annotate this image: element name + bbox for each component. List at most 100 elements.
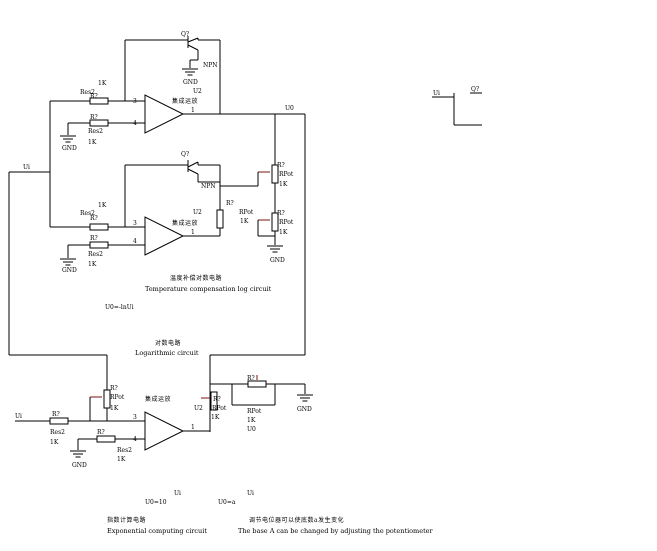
- ground-symbol: [59, 258, 77, 266]
- exponential-computing-circuit: R? R? RPot 集成运放 R? GND 1K U2 RPot RPot R…: [15, 354, 314, 469]
- label-1k: 1K: [98, 202, 107, 209]
- resistor-2a: [89, 223, 109, 231]
- caption-log-cn: 对数电路: [155, 339, 181, 347]
- label-q: Q?: [181, 31, 189, 38]
- label-gnd: GND: [270, 257, 285, 264]
- caption-exp-cn: 指数计算电路: [107, 516, 146, 524]
- label-r: R?: [90, 235, 98, 242]
- label-res2: Res2: [88, 128, 103, 135]
- label-gnd: GND: [72, 462, 87, 469]
- label-opamp: 集成运放: [172, 97, 198, 105]
- label-npn: NPN: [201, 183, 216, 190]
- label-pin3: 3: [133, 220, 137, 227]
- resistor-3b: [96, 435, 116, 443]
- label-r: R?: [90, 215, 98, 222]
- label-opamp: 集成运放: [172, 219, 198, 227]
- label-pin3: 3: [133, 414, 137, 421]
- caption-formula-exp-a: U0=10: [145, 499, 167, 506]
- label-r: R?: [277, 162, 285, 169]
- potentiometer-3: [216, 209, 224, 229]
- caption-exp-en: Exponential computing circuit: [107, 527, 207, 535]
- caption-exp-ui-a: Ui: [174, 490, 181, 497]
- label-r: R?: [213, 396, 221, 403]
- label-res2: Res2: [50, 429, 65, 436]
- label-gnd: GND: [297, 406, 312, 413]
- label-1k: 1K: [117, 456, 126, 463]
- wire: [187, 161, 199, 168]
- label-r: R?: [277, 210, 285, 217]
- caption-temp-comp-cn: 温度补偿对数电路: [170, 274, 222, 282]
- label-ui: Ui: [23, 164, 30, 171]
- label-q: Q?: [471, 86, 479, 93]
- label-res2: Res2: [80, 89, 95, 96]
- label-opamp: 集成运放: [145, 395, 171, 403]
- label-gnd: GND: [183, 79, 198, 86]
- label-gnd: GND: [62, 267, 77, 274]
- caption-base-cn: 调节电位器可以使底数a发生变化: [249, 516, 344, 524]
- label-pin1: 1: [191, 229, 195, 236]
- label-rpot: RPot: [247, 408, 262, 415]
- label-r: R?: [52, 411, 60, 418]
- caption-log-en: Logarithmic circuit: [135, 349, 199, 357]
- label-res2: Res2: [80, 210, 95, 217]
- label-1k: 1K: [110, 405, 119, 412]
- label-ui: Ui: [15, 413, 22, 420]
- label-1k: 1K: [279, 229, 288, 236]
- label-u2: U2: [193, 209, 202, 216]
- label-r: R?: [226, 200, 234, 207]
- label-rpot: RPot: [212, 405, 227, 412]
- label-res2: Res2: [117, 447, 132, 454]
- resistor-3a: [49, 417, 69, 425]
- ground-symbol: [59, 135, 77, 143]
- label-1k: 1K: [247, 417, 256, 424]
- label-1k: 1K: [240, 218, 249, 225]
- label-pin4: 4: [133, 120, 137, 127]
- label-1k: 1K: [88, 261, 97, 268]
- label-pin1: 1: [191, 107, 195, 114]
- label-pin4: 4: [133, 238, 137, 245]
- label-1k: 1K: [98, 80, 107, 87]
- label-q: Q?: [181, 151, 189, 158]
- label-r: R?: [110, 385, 118, 392]
- caption-formula-exp-b: U0=a: [218, 499, 236, 506]
- ground-symbol: [181, 68, 199, 76]
- label-1k: 1K: [279, 181, 288, 188]
- caption-formula-log: U0=-lnUi: [105, 304, 134, 311]
- label-gnd: GND: [62, 145, 77, 152]
- label-u2: U2: [193, 88, 202, 95]
- label-r: R?: [90, 114, 98, 121]
- transistor-q1: [177, 36, 221, 114]
- label-pin1: 1: [191, 424, 195, 431]
- label-rpot: RPot: [279, 219, 294, 226]
- ground-symbol: [266, 245, 284, 253]
- wire: [187, 168, 199, 175]
- standalone-transistor-sketch: Ui Q?: [432, 86, 482, 126]
- label-npn: NPN: [203, 62, 218, 69]
- transistor-q2: [177, 160, 220, 183]
- label-r: R?: [97, 429, 105, 436]
- label-1k: 1K: [50, 439, 59, 446]
- label-r: R?: [247, 375, 255, 382]
- label-ui: Ui: [433, 90, 440, 97]
- label-pin3: 3: [133, 98, 137, 105]
- label-u0: U0: [285, 105, 294, 112]
- wire: [187, 44, 199, 51]
- label-u2: U2: [194, 405, 203, 412]
- wire: [187, 37, 199, 43]
- label-r: R?: [90, 93, 98, 100]
- label-pin4: 4: [133, 436, 137, 443]
- potentiometer-5: [210, 391, 218, 411]
- caption-temp-comp-en: Temperature compensation log circuit: [145, 285, 272, 293]
- label-rpot: RPot: [239, 209, 254, 216]
- caption-exp-ui-b: Ui: [247, 490, 254, 497]
- label-1k: 1K: [211, 414, 220, 421]
- captions: 温度补偿对数电路 Temperature compensation log ci…: [105, 274, 434, 535]
- label-res2: Res2: [88, 251, 103, 258]
- ground-symbol: [296, 394, 314, 402]
- label-rpot: RPot: [279, 171, 294, 178]
- label-rpot: RPot: [110, 394, 125, 401]
- ground-symbol: [69, 450, 87, 458]
- opamp-3: [144, 411, 184, 451]
- temp-compensation-log-circuit: Ui Q? NPN GND 1K U2 Res2 R? 3 集成运放 1 U0 …: [8, 31, 306, 390]
